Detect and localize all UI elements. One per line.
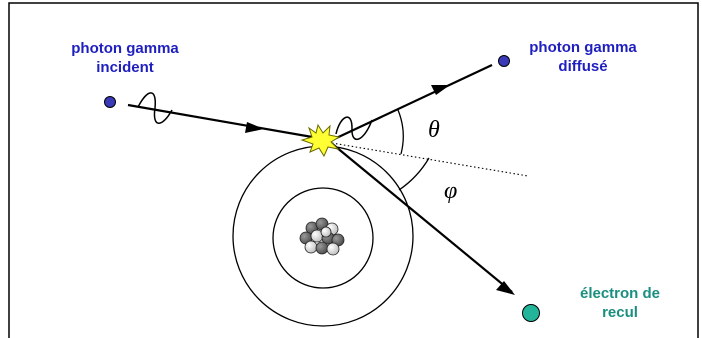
incident-direction-dotted-line <box>331 142 529 177</box>
theta-angle-label: θ <box>428 117 440 143</box>
recoil-electron-label-line2: recul <box>602 304 638 321</box>
phi-angle-label: φ <box>444 178 457 204</box>
scattered-photon-label-line1: photon gamma <box>529 39 637 56</box>
incident-photon-path <box>127 103 319 140</box>
nucleus-icon <box>299 217 345 256</box>
collision-star-icon <box>300 123 341 158</box>
incident-photon-label-line1: photon gamma <box>71 40 179 57</box>
recoil-electron-dot <box>522 304 540 322</box>
incident-photon-dot <box>104 96 116 108</box>
scattered-photon-wave-icon <box>335 116 373 140</box>
incident-photon-label-line2: incident <box>96 59 154 76</box>
diagram-frame <box>8 2 699 338</box>
scattered-photon-path <box>329 64 493 142</box>
atom <box>232 145 414 327</box>
recoil-electron-path <box>329 141 513 293</box>
theta-angle-arc <box>397 109 404 155</box>
incident-photon-wave-icon <box>137 92 173 124</box>
phi-angle-arc <box>398 157 430 191</box>
incident-arrowhead <box>245 122 264 133</box>
recoil-electron-label-line1: électron de <box>580 285 660 302</box>
scattered-photon-dot <box>498 55 510 67</box>
scattered-photon-label-line2: diffusé <box>558 58 607 75</box>
inner-electron-shell <box>272 187 374 289</box>
scattered-arrowhead <box>431 85 450 95</box>
recoil-arrowhead <box>496 281 515 295</box>
